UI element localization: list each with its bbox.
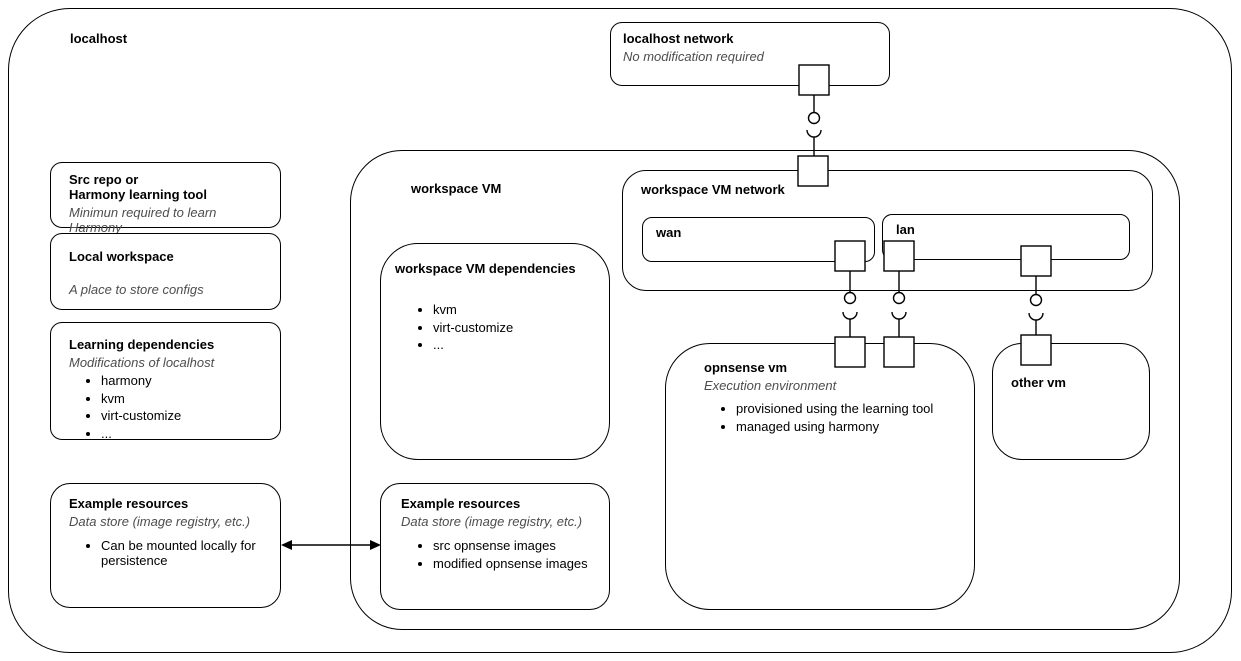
bullet-item: virt-customize [101, 408, 262, 423]
bullet-item: Can be mounted locally for persistence [101, 538, 269, 568]
node-local-workspace: Local workspace A place to store configs [50, 233, 281, 310]
node-subtitle: Minimun required to learn Harmony [69, 205, 217, 235]
node-learning-dependencies: Learning dependencies Modifications of l… [50, 322, 281, 441]
bullet-list: src opnsense images modified opnsense im… [401, 538, 589, 571]
node-example-resources-local: Example resources Data store (image regi… [50, 483, 281, 608]
node-title-line1: Src repo or [69, 172, 139, 187]
node-title: localhost network [623, 31, 734, 46]
bullet-item: modified opnsense images [433, 556, 589, 571]
bullet-item: managed using harmony [736, 419, 954, 434]
node-title: workspace VM dependencies [395, 261, 576, 276]
bullet-list: kvm virt-customize ... [395, 302, 595, 352]
localhost-label: localhost [70, 31, 128, 46]
bullet-item: virt-customize [433, 320, 595, 335]
node-title-line2: Harmony learning tool [69, 187, 207, 202]
node-wan: wan [642, 217, 875, 262]
bullet-item: provisioned using the learning tool [736, 401, 954, 416]
node-subtitle: A place to store configs [69, 282, 204, 297]
bullet-list: Can be mounted locally for persistence [69, 538, 269, 568]
node-title: Local workspace [69, 249, 174, 264]
node-title: opnsense vm [704, 360, 788, 375]
workspace-vm-label: workspace VM [411, 181, 502, 196]
node-workspace-vm-dependencies: workspace VM dependencies kvm virt-custo… [380, 243, 610, 460]
node-title: Example resources [69, 496, 189, 511]
node-title: Learning dependencies [69, 337, 215, 352]
bullet-list: provisioned using the learning tool mana… [704, 401, 954, 434]
node-localhost-network: localhost network No modification requir… [610, 22, 890, 86]
node-subtitle: Data store (image registry, etc.) [69, 514, 251, 529]
bullet-list: harmony kvm virt-customize ... [69, 373, 262, 441]
node-title: Example resources [401, 496, 521, 511]
node-title: other vm [1011, 375, 1066, 390]
bullet-item: kvm [433, 302, 595, 317]
node-title: wan [656, 225, 682, 240]
node-subtitle: Data store (image registry, etc.) [401, 514, 583, 529]
node-other-vm: other vm [992, 343, 1150, 460]
bullet-item: src opnsense images [433, 538, 589, 553]
node-subtitle: Modifications of localhost [69, 355, 215, 370]
bullet-item: ... [433, 337, 595, 352]
node-example-resources-vm: Example resources Data store (image regi… [380, 483, 610, 610]
node-lan: lan [882, 214, 1130, 260]
node-src-repo: Src repo or Harmony learning tool Minimu… [50, 162, 281, 235]
node-subtitle: Execution environment [704, 378, 837, 393]
node-title: lan [896, 222, 915, 237]
bullet-item: ... [101, 426, 262, 441]
bullet-item: harmony [101, 373, 262, 388]
node-subtitle: No modification required [623, 49, 764, 64]
bullet-item: kvm [101, 391, 262, 406]
node-title: workspace VM network [641, 182, 785, 197]
node-opnsense-vm: opnsense vm Execution environment provis… [665, 343, 975, 610]
